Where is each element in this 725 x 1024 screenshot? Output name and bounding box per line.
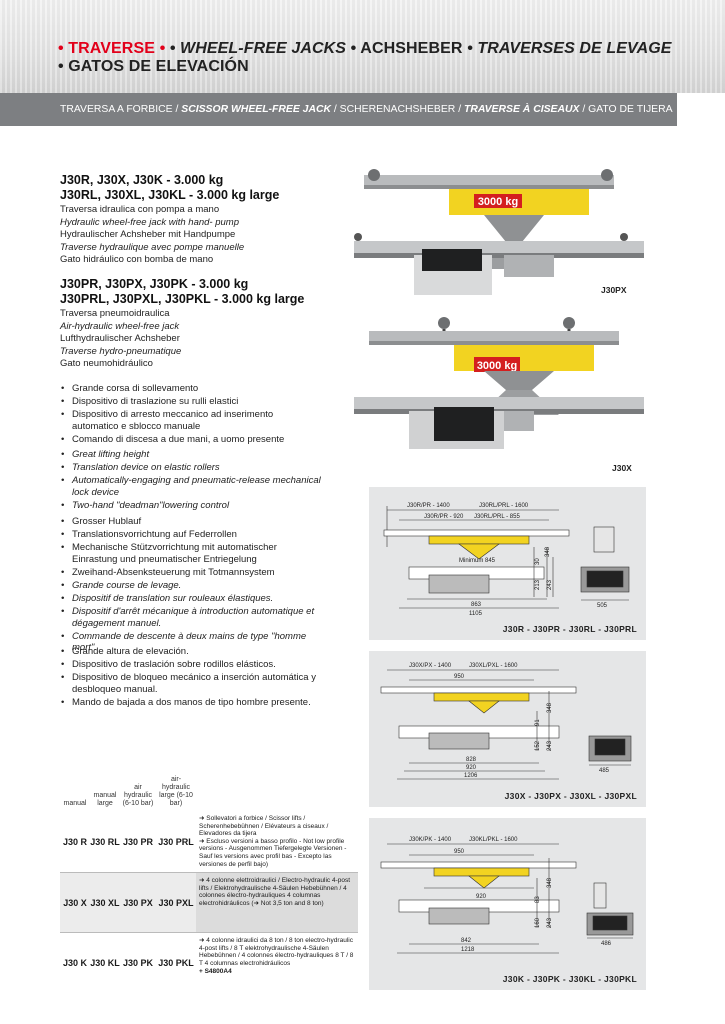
svg-text:863: 863 <box>471 602 482 608</box>
svg-text:1206: 1206 <box>464 773 478 779</box>
svg-text:152: 152 <box>535 740 541 751</box>
features-fr: Grande course de levage. Dispositif de t… <box>60 580 322 655</box>
svg-text:91: 91 <box>535 719 541 726</box>
svg-text:243: 243 <box>547 579 553 590</box>
photo-2-caption: J30X <box>612 463 632 473</box>
features-it: Grande corsa di sollevamento Dispositivo… <box>60 383 322 447</box>
svg-text:213: 213 <box>535 579 541 590</box>
table-row: J30 R J30 RL J30 PR J30 PRL ➜ Sollevator… <box>60 811 358 874</box>
svg-text:842: 842 <box>461 938 472 944</box>
svg-text:3000 kg: 3000 kg <box>478 196 518 208</box>
svg-text:348: 348 <box>547 702 553 713</box>
dimension-diagram-j30x: J30X/PX - 1400 J30XL/PXL - 1600 950 91 3… <box>369 651 646 807</box>
photo-1-caption: J30PX <box>601 285 627 295</box>
model-selection-table: manual manual large air hydraulic (6-10 … <box>60 776 358 993</box>
svg-text:348: 348 <box>547 877 553 888</box>
product-photo-j30x: 3000 kg <box>354 317 644 449</box>
svg-text:920: 920 <box>476 894 487 900</box>
svg-text:1105: 1105 <box>469 611 483 617</box>
header-banner: • TRAVERSE • • WHEEL-FREE JACKS • ACHSHE… <box>0 0 725 93</box>
table-row: J30 K J30 KL J30 PK J30 PKL ➜ 4 colonne … <box>62 937 354 975</box>
svg-text:243: 243 <box>547 740 553 751</box>
svg-text:485: 485 <box>599 768 610 774</box>
features-en: Great lifting height Translation device … <box>60 449 322 513</box>
svg-text:J30XL/PXL - 1600: J30XL/PXL - 1600 <box>469 663 518 669</box>
models-group-2: J30PR, J30PX, J30PK - 3.000 kg J30PRL, J… <box>60 277 305 369</box>
dimension-diagram-j30r: J30R/PR - 1400 J30RL/PRL - 1600 J30R/PR … <box>369 487 646 640</box>
svg-text:3000 kg: 3000 kg <box>477 360 517 372</box>
features-es: Grande altura de elevación. Dispositivo … <box>60 646 322 710</box>
features-de: Grosser Hublauf Translationsvorrichtung … <box>60 516 322 580</box>
svg-text:828: 828 <box>466 757 477 763</box>
svg-text:243: 243 <box>547 917 553 928</box>
svg-text:J30R/PR - 920: J30R/PR - 920 <box>424 514 464 520</box>
models-group-1: J30R, J30X, J30K - 3.000 kg J30RL, J30XL… <box>60 173 280 265</box>
svg-text:J30RL/PRL - 855: J30RL/PRL - 855 <box>474 514 520 520</box>
svg-text:505: 505 <box>597 603 608 609</box>
page-title: • TRAVERSE • • WHEEL-FREE JACKS • ACHSHE… <box>58 40 672 75</box>
product-photo-j30px: 3000 kg <box>354 169 644 295</box>
svg-text:J30RL/PRL - 1600: J30RL/PRL - 1600 <box>479 503 529 509</box>
svg-text:160: 160 <box>535 917 541 928</box>
svg-text:J30R/PR - 1400: J30R/PR - 1400 <box>407 503 450 509</box>
svg-text:950: 950 <box>454 674 465 680</box>
subtitle-band: TRAVERSA A FORBICE / SCISSOR WHEEL-FREE … <box>0 93 677 126</box>
svg-text:1218: 1218 <box>461 947 475 953</box>
svg-text:83: 83 <box>535 896 541 903</box>
svg-text:J30K/PK - 1400: J30K/PK - 1400 <box>409 837 452 843</box>
svg-text:486: 486 <box>601 941 612 947</box>
dimension-diagram-j30k: J30K/PK - 1400 J30KL/PKL - 1600 950 920 … <box>369 818 646 990</box>
svg-text:950: 950 <box>454 849 465 855</box>
svg-text:30: 30 <box>535 558 541 565</box>
svg-text:348: 348 <box>545 546 551 557</box>
svg-text:Minimum 845: Minimum 845 <box>459 558 496 564</box>
svg-text:J30KL/PKL - 1600: J30KL/PKL - 1600 <box>469 837 518 843</box>
svg-text:920: 920 <box>466 765 477 771</box>
table-row: J30 X J30 XL J30 PX J30 PXL ➜ 4 colonne … <box>60 872 358 934</box>
svg-text:J30X/PX - 1400: J30X/PX - 1400 <box>409 663 452 669</box>
